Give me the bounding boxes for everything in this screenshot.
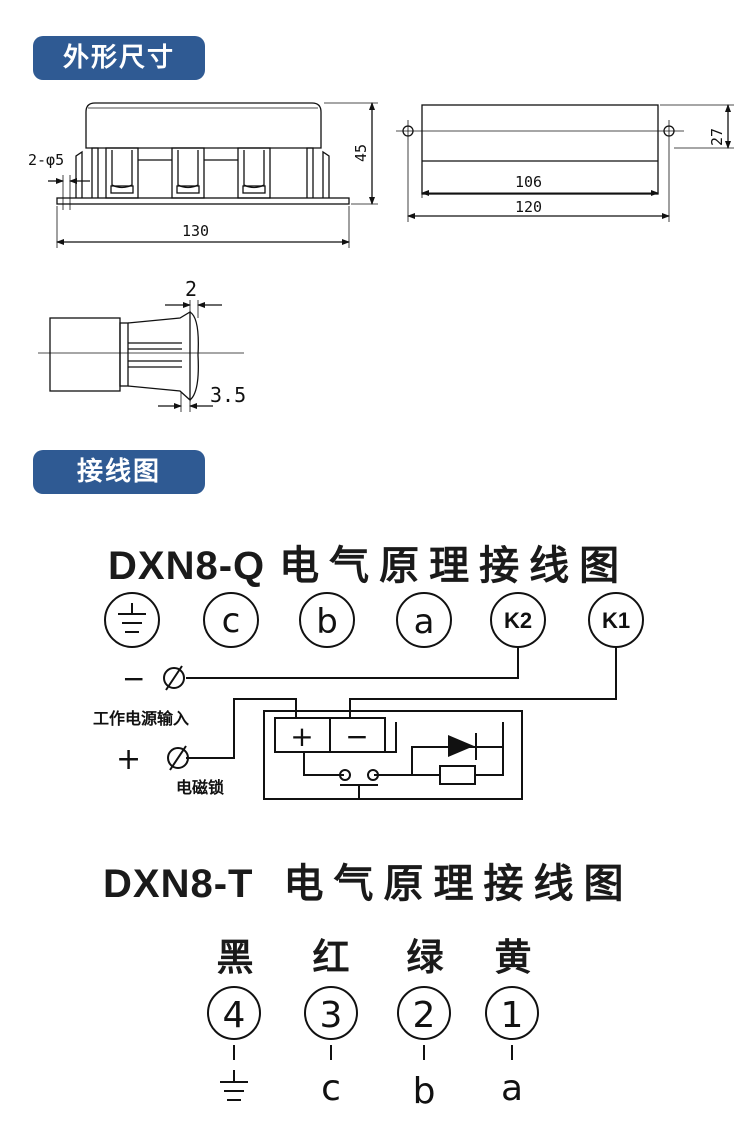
- dim-2: 2: [185, 277, 197, 301]
- switch-contact-left: [339, 769, 351, 781]
- dim-3-5: 3.5: [210, 383, 246, 407]
- wire-k1: [349, 647, 617, 718]
- t-terminal-4: [207, 986, 261, 1040]
- q-label-a: a: [414, 602, 435, 642]
- q-terminal-a: [396, 592, 452, 648]
- q-wiring: [163, 647, 617, 800]
- color-label-black: 黑: [216, 936, 254, 979]
- lock-label: 电磁锁: [176, 778, 224, 797]
- q-label-c: c: [222, 601, 241, 641]
- side-view: [38, 300, 244, 412]
- front-view: [48, 102, 378, 248]
- diagram-q-title: DXN8-Q 电气原理接线图: [108, 533, 629, 591]
- t-number-2: 2: [413, 995, 436, 1036]
- diagram-t-title-cn: 电气原理接线图: [283, 862, 634, 906]
- q-label-k1: K1: [602, 608, 630, 633]
- t-terminals: [207, 986, 539, 1060]
- ground-icon: [118, 603, 146, 633]
- leg-right-outer: [322, 150, 330, 198]
- color-label-yellow: 黄: [494, 936, 532, 979]
- q-terminal-c: [203, 592, 259, 648]
- diagram-t-title: DXN8-T 电气原理接线图: [103, 851, 633, 909]
- t-number-3: 3: [320, 995, 343, 1036]
- dim-27: 27: [708, 128, 726, 146]
- q-label-b: b: [316, 602, 338, 642]
- color-label-green: 绿: [406, 936, 444, 979]
- q-terminal-b: [299, 592, 355, 648]
- diode-icon: [448, 733, 477, 760]
- t-terminal-3: [304, 986, 358, 1040]
- side-view-body: [49, 317, 121, 392]
- dim-hole-spec: 2-φ5: [28, 151, 64, 169]
- housing-outline: [85, 102, 322, 149]
- t-wire-a: a: [501, 1068, 523, 1109]
- screw-terminal-minus: [163, 667, 185, 689]
- q-terminals: [104, 592, 644, 648]
- wire-k2: [186, 647, 519, 679]
- q-label-k2: K2: [504, 608, 532, 633]
- plus-sign: +: [116, 742, 141, 777]
- section-tab-wiring: 接线图: [33, 450, 205, 494]
- minus-sign: −: [122, 662, 145, 695]
- diagram-t-code: DXN8-T: [103, 862, 254, 906]
- screw-terminal-plus: [167, 747, 189, 769]
- color-label-red: 红: [312, 936, 350, 979]
- t-terminal-2: [397, 986, 451, 1040]
- box-minus-label: −: [345, 720, 368, 753]
- dim-106: 106: [515, 173, 542, 191]
- base-plate: [56, 197, 350, 205]
- dim-120: 120: [515, 198, 542, 216]
- q-terminal-ground: [104, 592, 160, 648]
- pin-3: [237, 147, 271, 199]
- wire-power-plus: [186, 698, 297, 759]
- t-ground-icon: [220, 1070, 248, 1101]
- top-view: [396, 104, 734, 222]
- t-number-1: 1: [501, 995, 524, 1036]
- diagram-q-code: DXN8-Q: [108, 544, 266, 588]
- power-input-label: 工作电源输入: [93, 709, 189, 728]
- diagram-q-title-cn: 电气原理接线图: [279, 544, 630, 588]
- leg-left-outer: [75, 150, 83, 198]
- dim-45: 45: [352, 144, 370, 162]
- pin-1: [105, 147, 139, 199]
- lock-box: [263, 710, 523, 800]
- section-tab-outline: 外形尺寸: [33, 36, 205, 80]
- t-wire-c: c: [321, 1068, 341, 1109]
- pin-2: [171, 147, 205, 199]
- latch-curve: [189, 311, 199, 401]
- switch-contact-right: [367, 769, 379, 781]
- t-terminal-1: [485, 986, 539, 1040]
- t-wire-b: b: [413, 1071, 436, 1112]
- resistor: [439, 765, 476, 785]
- t-number-4: 4: [223, 995, 246, 1036]
- box-plus-label: +: [290, 720, 313, 753]
- dim-130: 130: [182, 222, 209, 240]
